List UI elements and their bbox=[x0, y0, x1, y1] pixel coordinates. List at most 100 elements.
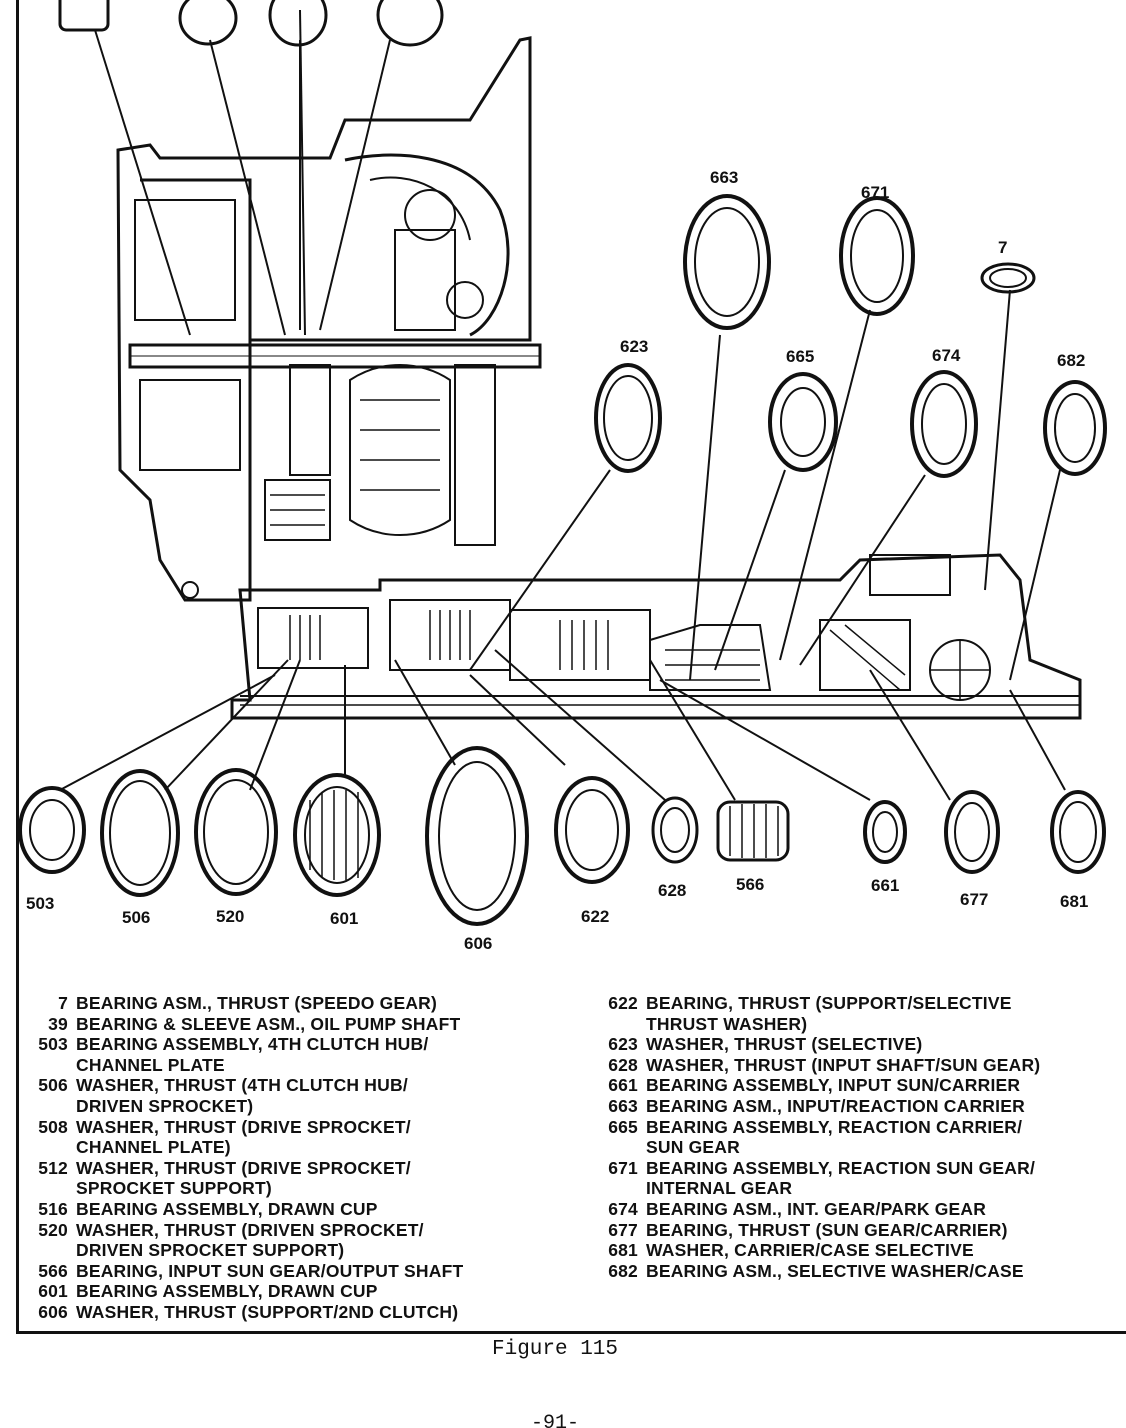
legend-entry: 566 BEARING, INPUT SUN GEAR/OUTPUT SHAFT bbox=[18, 1261, 578, 1282]
part-number: 566 bbox=[38, 1260, 68, 1281]
part-number: 39 bbox=[48, 1013, 68, 1034]
transaxle-cutaway-diagram: 663 671 7 623 665 674 682 503 506 520 60… bbox=[18, 0, 1107, 953]
figure-frame bbox=[16, 0, 1126, 1334]
part-566-bearing bbox=[716, 800, 790, 862]
callout-label: 623 bbox=[620, 337, 648, 356]
callout-label: 606 bbox=[464, 934, 492, 953]
exploded-parts bbox=[18, 194, 1107, 926]
part-description: WASHER, THRUST (INPUT SHAFT/SUN GEAR) bbox=[646, 1054, 1041, 1075]
part-description: BEARING, THRUST (SUN GEAR/CARRIER) bbox=[646, 1219, 1008, 1240]
legend-entry: 506 WASHER, THRUST (4TH CLUTCH HUB/DRIVEN… bbox=[18, 1075, 578, 1116]
part-number: 671 bbox=[608, 1157, 638, 1178]
callout-label: 566 bbox=[736, 875, 764, 894]
part-661-bearing bbox=[863, 800, 907, 864]
part-description: BEARING, INPUT SUN GEAR/OUTPUT SHAFT bbox=[76, 1260, 464, 1281]
legend-entry: 623 WASHER, THRUST (SELECTIVE) bbox=[592, 1034, 1092, 1055]
part-674-bearing bbox=[910, 370, 978, 478]
part-number: 665 bbox=[608, 1116, 638, 1137]
part-description: BEARING ASM., INT. GEAR/PARK GEAR bbox=[646, 1198, 987, 1219]
page-number: -91- bbox=[530, 1412, 579, 1428]
part-number: 508 bbox=[38, 1116, 68, 1137]
callout-label: 622 bbox=[581, 907, 609, 926]
callout-labels: 663 671 7 623 665 674 682 503 506 520 60… bbox=[26, 168, 1088, 953]
part-description: BEARING ASM., THRUST (SPEEDO GEAR) bbox=[76, 993, 438, 1013]
part-7-bearing bbox=[980, 262, 1036, 294]
part-623-washer bbox=[594, 363, 662, 473]
legend-entry: 606 WASHER, THRUST (SUPPORT/2ND CLUTCH) bbox=[18, 1302, 578, 1323]
part-number: 512 bbox=[38, 1157, 68, 1178]
part-606-washer bbox=[425, 746, 529, 926]
callout-label: 503 bbox=[26, 894, 54, 913]
legend-entry: 520 WASHER, THRUST (DRIVEN SPROCKET/DRIVE… bbox=[18, 1220, 578, 1261]
part-number: 601 bbox=[38, 1281, 68, 1302]
part-number: 7 bbox=[58, 993, 68, 1013]
part-description: BEARING ASSEMBLY, DRAWN CUP bbox=[76, 1281, 378, 1302]
part-description: WASHER, CARRIER/CASE SELECTIVE bbox=[646, 1240, 974, 1261]
part-description: BEARING ASSEMBLY, INPUT SUN/CARRIER bbox=[646, 1075, 1021, 1096]
legend-entry: 7 BEARING ASM., THRUST (SPEEDO GEAR) bbox=[18, 993, 578, 1014]
callout-label: 677 bbox=[960, 890, 988, 909]
part-506-washer bbox=[100, 769, 180, 897]
transaxle-cross-section bbox=[116, 36, 1082, 720]
legend-entry: 601 BEARING ASSEMBLY, DRAWN CUP bbox=[18, 1281, 578, 1302]
part-number: 606 bbox=[38, 1301, 68, 1322]
callout-label: 674 bbox=[932, 346, 961, 365]
part-description: WASHER, THRUST (DRIVE SPROCKET/SPROCKET … bbox=[76, 1157, 411, 1199]
legend-entry: 39 BEARING & SLEEVE ASM., OIL PUMP SHAFT bbox=[18, 1014, 578, 1035]
legend-entry: 628 WASHER, THRUST (INPUT SHAFT/SUN GEAR) bbox=[592, 1055, 1092, 1076]
legend-entry: 674 BEARING ASM., INT. GEAR/PARK GEAR bbox=[592, 1199, 1092, 1220]
callout-label: 520 bbox=[216, 907, 244, 926]
callout-label: 601 bbox=[330, 909, 358, 928]
part-520-washer bbox=[194, 768, 278, 896]
part-number: 681 bbox=[608, 1240, 638, 1261]
leader-lines bbox=[59, 9, 1066, 801]
callout-label: 681 bbox=[1060, 892, 1088, 911]
part-663-bearing bbox=[683, 194, 771, 330]
callout-label: 665 bbox=[786, 347, 814, 366]
legend-entry: 665 BEARING ASSEMBLY, REACTION CARRIER/SU… bbox=[592, 1117, 1092, 1158]
figure-caption: Figure 115 bbox=[491, 1338, 619, 1361]
part-description: WASHER, THRUST (SUPPORT/2ND CLUTCH) bbox=[76, 1301, 459, 1322]
legend-entry: 512 WASHER, THRUST (DRIVE SPROCKET/SPROCK… bbox=[18, 1158, 578, 1199]
part-number: 674 bbox=[608, 1198, 638, 1219]
part-description: BEARING ASM., INPUT/REACTION CARRIER bbox=[646, 1095, 1025, 1116]
part-number: 520 bbox=[38, 1219, 68, 1240]
callout-label: 661 bbox=[871, 876, 899, 895]
part-description: BEARING ASSEMBLY, DRAWN CUP bbox=[76, 1198, 378, 1219]
part-description: BEARING ASSEMBLY, REACTION CARRIER/SUN G… bbox=[646, 1116, 1023, 1158]
legend-entry: 681 WASHER, CARRIER/CASE SELECTIVE bbox=[592, 1240, 1092, 1261]
part-665-bearing bbox=[768, 372, 838, 472]
callout-label: 506 bbox=[122, 908, 150, 927]
legend-entry: 671 BEARING ASSEMBLY, REACTION SUN GEAR/I… bbox=[592, 1158, 1092, 1199]
part-number: 628 bbox=[608, 1054, 638, 1075]
part-description: BEARING & SLEEVE ASM., OIL PUMP SHAFT bbox=[76, 1013, 461, 1034]
part-601-bearing bbox=[293, 773, 381, 897]
part-682-bearing bbox=[1043, 380, 1107, 476]
part-description: WASHER, THRUST (DRIVEN SPROCKET/DRIVEN S… bbox=[76, 1219, 424, 1261]
part-number: 506 bbox=[38, 1075, 68, 1096]
part-number: 622 bbox=[608, 993, 638, 1013]
legend-entry: 677 BEARING, THRUST (SUN GEAR/CARRIER) bbox=[592, 1220, 1092, 1241]
part-description: BEARING ASM., SELECTIVE WASHER/CASE bbox=[646, 1260, 1024, 1281]
part-description: WASHER, THRUST (SELECTIVE) bbox=[646, 1034, 923, 1055]
part-description: BEARING ASSEMBLY, REACTION SUN GEAR/INTE… bbox=[646, 1157, 1036, 1199]
part-number: 682 bbox=[608, 1260, 638, 1281]
legend-entry: 682 BEARING ASM., SELECTIVE WASHER/CASE bbox=[592, 1261, 1092, 1282]
top-parts bbox=[58, 0, 444, 47]
part-number: 677 bbox=[608, 1219, 638, 1240]
part-622-bearing bbox=[554, 776, 630, 884]
part-description: WASHER, THRUST (4TH CLUTCH HUB/DRIVEN SP… bbox=[76, 1075, 408, 1116]
part-503-bearing bbox=[18, 786, 86, 874]
part-number: 623 bbox=[608, 1034, 638, 1055]
part-number: 503 bbox=[38, 1034, 68, 1055]
callout-label: 7 bbox=[998, 238, 1007, 257]
